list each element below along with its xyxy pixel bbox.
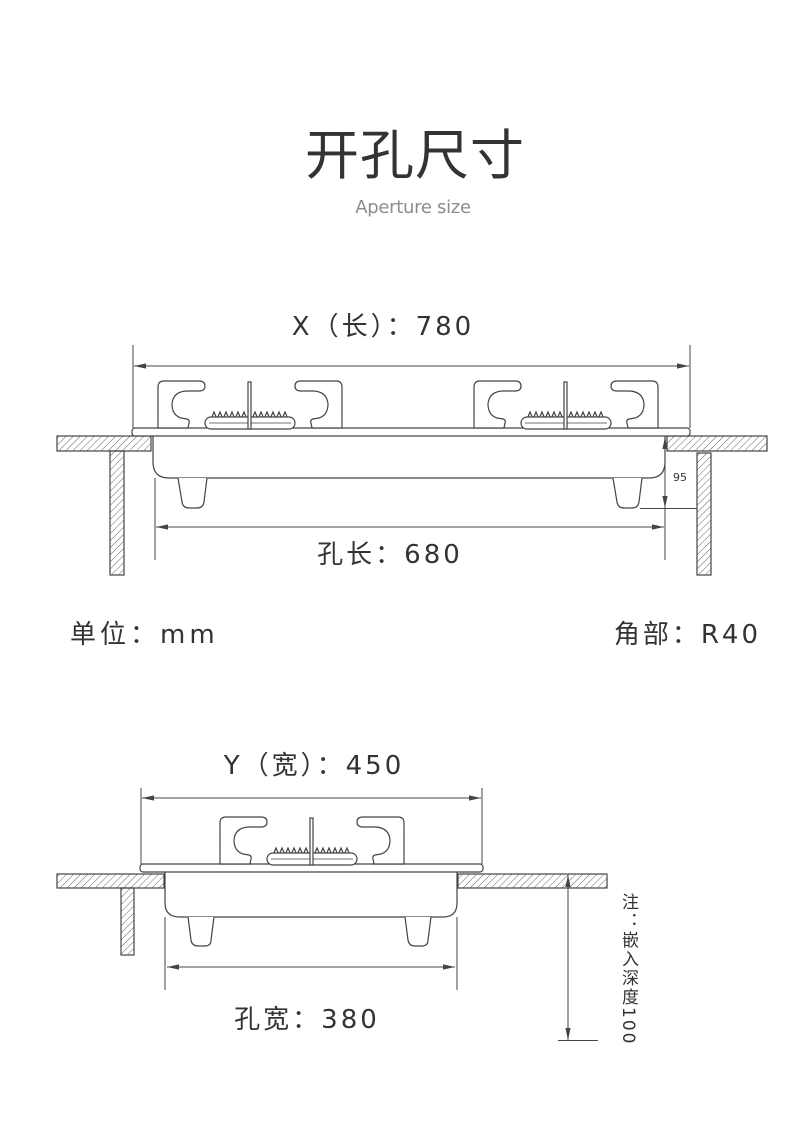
pan-support-right <box>294 380 343 429</box>
length-view <box>56 345 768 576</box>
cabinet-wall-right <box>696 452 712 576</box>
width-view <box>56 788 608 1041</box>
page-subtitle: Aperture size <box>355 197 471 218</box>
stove-body <box>152 436 666 479</box>
stove-body <box>164 872 458 918</box>
overall-width-label: Y（宽）：450 <box>223 751 405 781</box>
cabinet-wall-left <box>109 450 125 576</box>
countertop-left <box>56 873 165 889</box>
stove-foot-right <box>404 916 432 947</box>
cutout-length-label: 孔长：680 <box>317 540 463 570</box>
pan-support-left <box>157 380 206 429</box>
cabinet-wall-left <box>120 887 135 956</box>
countertop-left <box>56 435 152 452</box>
burner <box>219 816 405 866</box>
stove-foot-left <box>187 916 215 947</box>
burner-center-pin <box>247 381 252 430</box>
corner-radius-note: 角部：R40 <box>613 620 761 650</box>
cutout-width-label: 孔宽：380 <box>234 1005 380 1035</box>
unit-note: 单位：mm <box>70 620 219 650</box>
embed-depth-note: 注：嵌入深度100 <box>618 893 638 1046</box>
stove-glass-panel <box>131 427 691 437</box>
countertop-right <box>666 435 768 452</box>
page-title: 开孔尺寸 <box>305 124 525 187</box>
burner-right <box>473 380 659 430</box>
countertop-right <box>457 873 608 889</box>
burner-left <box>157 380 343 430</box>
stove-foot-right <box>612 477 643 509</box>
overall-length-label: X（长）：780 <box>291 312 475 342</box>
stove-foot-left <box>177 477 208 509</box>
body-height-label: 95 <box>673 471 687 484</box>
